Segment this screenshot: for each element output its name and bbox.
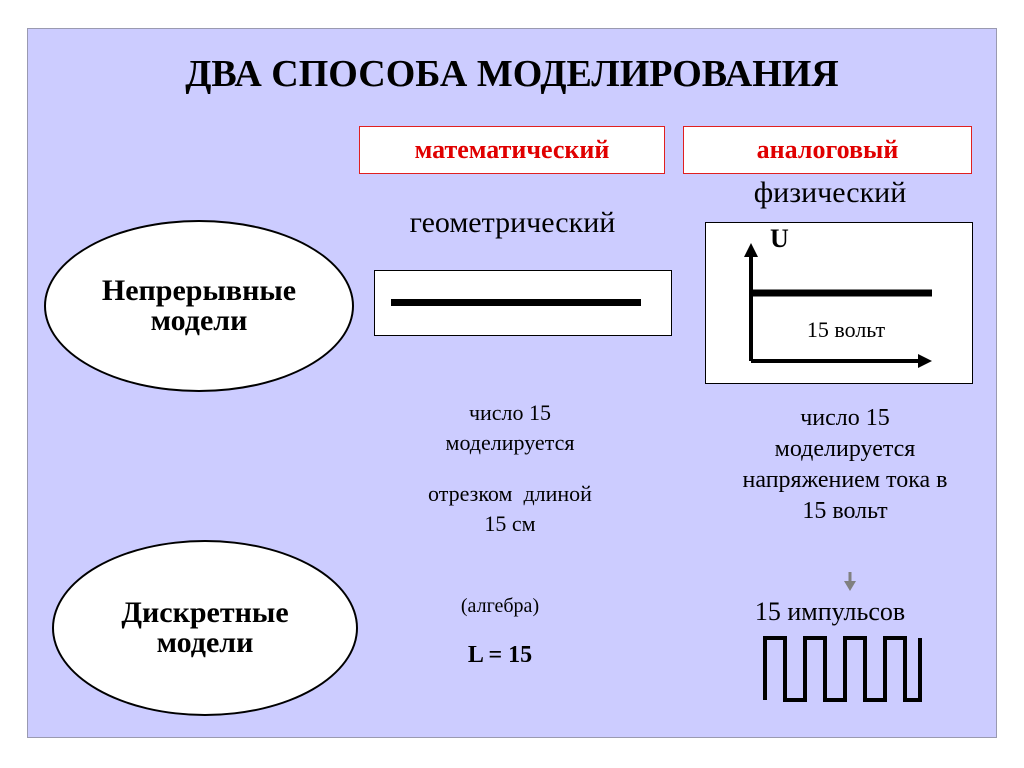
voltage-x-axis-arrowhead [918, 354, 932, 368]
analog-text-line2: моделируется [774, 436, 916, 462]
pulses-label: 15 импульсов [754, 597, 906, 626]
math-description: число 15 моделируется [380, 398, 640, 458]
header-analog: аналоговый [683, 126, 972, 174]
segment-box [374, 270, 672, 336]
ellipse-discrete-line1: Дискретные [121, 596, 289, 629]
voltage-graph-box: U 15 вольт [705, 222, 973, 384]
subheader-geometric: геометрический [409, 206, 616, 239]
analog-description: число 15 моделируется напряжением тока в… [700, 403, 990, 527]
ellipse-continuous-line2: модели [150, 304, 248, 337]
segment-line [391, 299, 641, 306]
algebra-formula: L = 15 [467, 642, 533, 668]
ellipse-continuous-line1: Непрерывные [101, 274, 297, 307]
down-arrow-icon [844, 572, 856, 591]
math-text-line4: 15 см [484, 511, 536, 536]
algebra-note: (алгебра) [460, 595, 540, 617]
pulse-train-svg [763, 636, 922, 702]
voltage-axis-label: U [770, 224, 789, 253]
voltage-graph-svg [744, 243, 932, 368]
ellipse-continuous-models: Непрерывные модели [44, 220, 354, 392]
math-text-line3: отрезком длиной [428, 481, 592, 506]
subheader-physical: физический [753, 176, 907, 209]
pulse-train-line [763, 636, 922, 702]
ellipse-discrete-models: Дискретные модели [52, 540, 358, 716]
voltage-y-axis-arrowhead [744, 243, 758, 257]
math-text-line1: число 15 [468, 400, 552, 425]
header-math: математический [359, 126, 665, 174]
slide-title: ДВА СПОСОБА МОДЕЛИРОВАНИЯ [185, 53, 839, 95]
analog-text-line3: напряжением тока в [742, 467, 948, 493]
math-description-2: отрезком длиной 15 см [380, 479, 640, 539]
analog-text-line4: 15 вольт [802, 498, 888, 524]
analog-text-line1: число 15 [800, 405, 890, 431]
ellipse-discrete-line2: модели [156, 626, 254, 659]
voltage-value-label: 15 вольт [806, 317, 886, 342]
math-text-line2: моделируется [445, 430, 575, 455]
